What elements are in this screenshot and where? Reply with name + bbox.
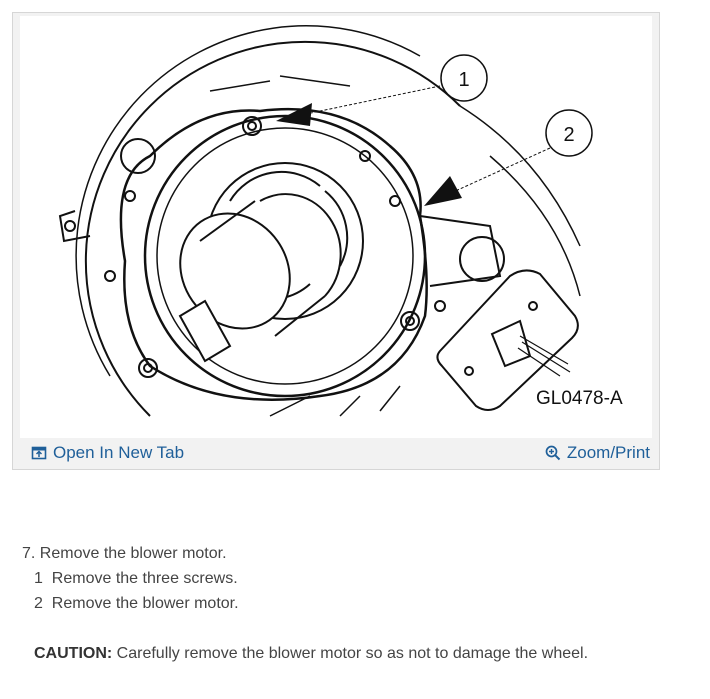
callout-1: 1 — [276, 54, 488, 126]
callout-2: 2 — [424, 109, 593, 206]
motor-body-edge-2 — [274, 295, 326, 337]
upper-details — [209, 75, 351, 92]
blower-motor-diagram[interactable]: 1 2 GL0478-A — [20, 16, 652, 438]
screw-top — [242, 116, 262, 136]
housing-outer-arc-2 — [75, 25, 421, 377]
hub-slot-2 — [324, 190, 349, 267]
housing-scroll-line — [459, 105, 581, 247]
gasket-hole-2 — [124, 190, 136, 202]
left-tab-hole — [64, 220, 76, 232]
resistor-hole — [528, 301, 538, 311]
resistor-plate — [436, 269, 579, 411]
screw-right — [400, 311, 420, 331]
left-tab — [58, 210, 91, 243]
hub-slot — [229, 170, 321, 202]
caution-text: Carefully remove the blower motor so as … — [112, 645, 589, 662]
zoom-in-icon — [545, 445, 561, 461]
screw-right-center — [405, 316, 415, 326]
screw-left-center — [143, 363, 153, 373]
bracket-hole — [434, 300, 446, 312]
resistor-wires — [517, 335, 571, 377]
caution-label: CAUTION: — [34, 645, 113, 662]
gasket-hole — [104, 270, 116, 282]
substep-text: Remove the blower motor. — [51, 595, 239, 612]
housing-scroll-line-2 — [489, 155, 581, 297]
motor-body-edge — [199, 200, 256, 242]
right-bracket — [419, 215, 502, 287]
substep-text: Remove the three screws. — [51, 570, 238, 587]
motor-flange-inner — [156, 127, 414, 385]
open-in-new-tab-icon — [31, 445, 47, 461]
open-in-new-tab-link[interactable]: Open In New Tab — [31, 443, 184, 463]
gasket-hole-3 — [359, 150, 371, 162]
substep: 2 Remove the blower motor. — [22, 593, 239, 618]
gasket-hole-4 — [389, 195, 401, 207]
substep-number: 2 — [34, 595, 43, 612]
motor-body-back — [259, 193, 342, 297]
step-main: 7. Remove the blower motor. — [22, 545, 227, 562]
figure-toolbar: Open In New Tab Zoom/Print — [13, 439, 659, 469]
motor-connector — [178, 299, 232, 363]
diagram-svg: 1 2 GL0478-A — [58, 25, 623, 417]
housing-stud — [120, 138, 156, 174]
lower-details — [269, 385, 401, 417]
substep: 1 Remove the three screws. — [22, 568, 239, 593]
screw-top-center — [247, 121, 257, 131]
caution-note: CAUTION: Carefully remove the blower mot… — [34, 645, 588, 663]
zoom-print-link[interactable]: Zoom/Print — [545, 443, 650, 463]
open-in-new-tab-label: Open In New Tab — [53, 443, 185, 462]
motor-cap — [179, 212, 291, 330]
figure-card: 1 2 GL0478-A Open In New Tab — [12, 12, 660, 470]
housing-outer-arc — [84, 40, 461, 417]
zoom-print-label: Zoom/Print — [566, 443, 650, 462]
substep-number: 1 — [34, 570, 43, 587]
instruction-steps: 7. Remove the blower motor. 1 Remove the… — [22, 543, 239, 618]
screw-left — [138, 358, 158, 378]
right-bracket-hole — [459, 236, 505, 282]
resistor-hole-2 — [464, 366, 474, 376]
callout-2-label: 2 — [563, 124, 574, 146]
motor-flange — [143, 114, 427, 398]
callout-1-label: 1 — [458, 69, 469, 91]
figure-code: GL0478-A — [536, 388, 623, 409]
